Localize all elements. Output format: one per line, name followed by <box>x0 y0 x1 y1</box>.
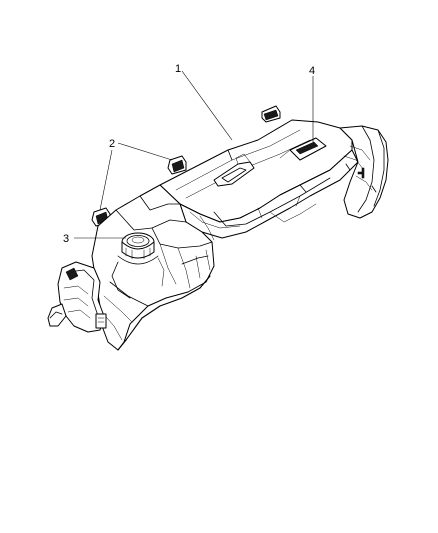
mounting-tab-rear <box>261 105 281 123</box>
leader-line-2a <box>117 142 173 161</box>
callout-4: 4 <box>309 65 315 77</box>
bracket-clip <box>95 313 107 329</box>
leader-line-2b <box>99 149 113 211</box>
mounting-tab-middle <box>167 155 187 175</box>
bracket-shade <box>65 267 79 281</box>
housing-top-surface <box>159 119 353 223</box>
filler-cap <box>117 232 159 265</box>
reservoir-assembly <box>47 105 389 351</box>
leader-line-1 <box>181 70 233 141</box>
callout-1: 1 <box>175 63 181 75</box>
callout-2: 2 <box>109 138 115 150</box>
callout-labels: 1 2 3 4 <box>63 63 315 245</box>
label-plate-print <box>295 141 319 155</box>
callout-3: 3 <box>63 233 69 245</box>
leader-lines <box>74 70 314 239</box>
